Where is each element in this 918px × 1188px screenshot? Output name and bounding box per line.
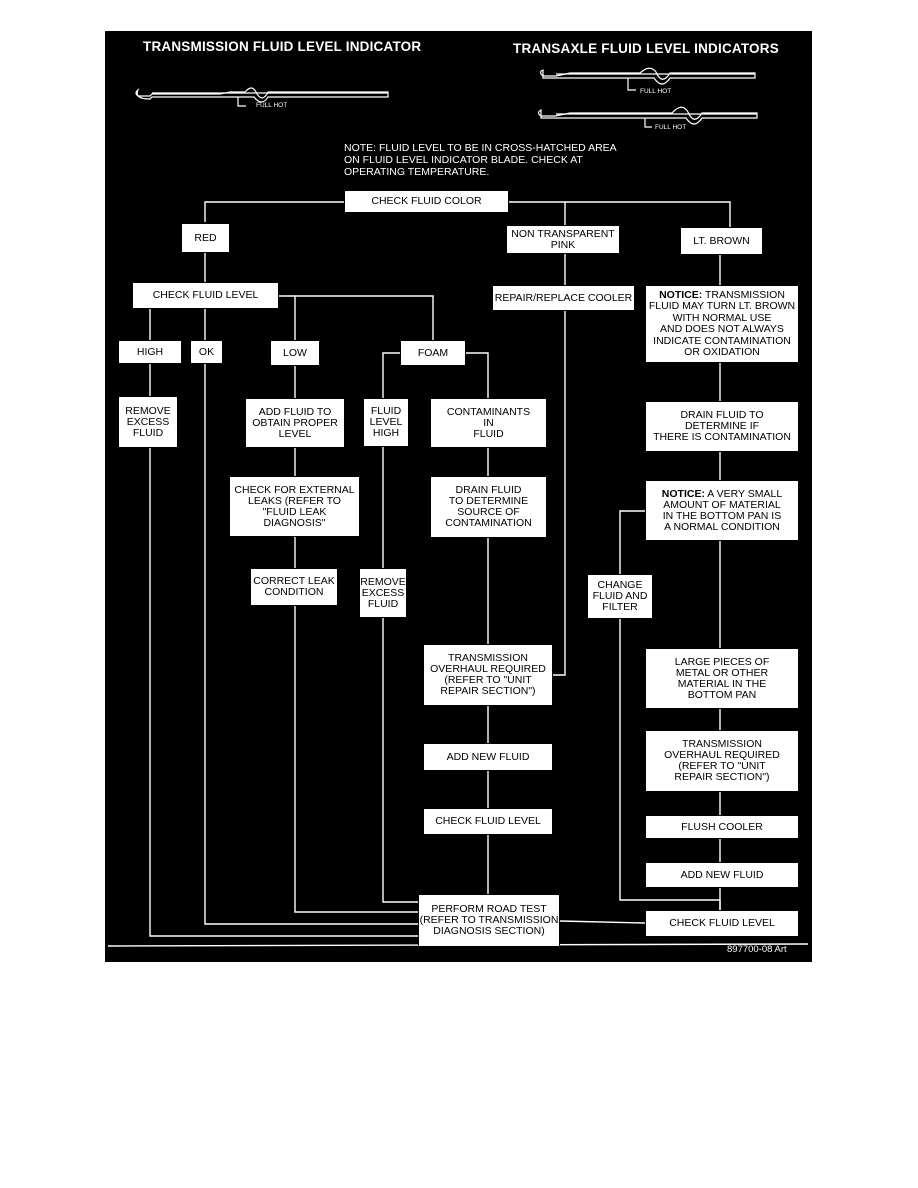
notice-small-material-box: NOTICE: A VERY SMALL AMOUNT OF MATERIAL … [645,480,799,541]
full-hot-label-transaxle-lower: FULL HOT [655,124,687,131]
transaxle-indicators-title: TRANSAXLE FLUID LEVEL INDICATORS [513,41,779,56]
ok-box: OK [190,340,223,364]
remove-excess-fluid-box-2: REMOVE EXCESS FLUID [359,568,407,618]
contaminants-in-fluid-box: CONTAMINANTS IN FLUID [430,398,547,448]
connector-remove-to-roadtest [149,448,418,937]
full-hot-label-transmission: FULL HOT [256,102,288,109]
check-fluid-level-top-box: CHECK FLUID LEVEL [132,282,279,309]
connector-cooler-to-overhaul [553,311,566,676]
connector-checklevel-to-roadtest [559,920,646,924]
connector-foam-to-contam [466,352,489,398]
low-box: LOW [270,340,320,366]
notice-label-2: NOTICE: [661,487,705,500]
check-fluid-color-box: CHECK FLUID COLOR [344,190,509,213]
foam-box: FOAM [400,340,466,366]
correct-leak-condition-box: CORRECT LEAK CONDITION [250,568,338,606]
transmission-indicator-title: TRANSMISSION FLUID LEVEL INDICATOR [143,39,422,54]
red-box: RED [181,223,230,253]
connector-color-to-red [204,201,344,222]
drain-fluid-determine-if-box: DRAIN FLUID TO DETERMINE IF THERE IS CON… [645,401,799,452]
non-transparent-pink-box: NON TRANSPARENT PINK [506,225,620,254]
dipstick-transaxle-upper-icon [539,67,756,91]
connector-correct-to-roadtest [294,606,418,913]
remove-excess-fluid-box-1: REMOVE EXCESS FLUID [118,396,178,448]
notice-label: NOTICE: [659,288,703,301]
drain-fluid-source-box: DRAIN FLUID TO DETERMINE SOURCE OF CONTA… [430,476,547,538]
connector-color-to-brown [565,201,731,227]
art-number: 897700-08 Art [727,944,787,955]
change-fluid-filter-box: CHANGE FLUID AND FILTER [587,574,653,619]
add-new-fluid-box-2: ADD NEW FLUID [645,862,799,888]
repair-replace-cooler-box: REPAIR/REPLACE COOLER [492,285,635,311]
dipstick-transmission-icon [135,87,389,107]
check-external-leaks-box: CHECK FOR EXTERNAL LEAKS (REFER TO "FLUI… [229,476,360,537]
connector-ok-to-roadtest [204,364,418,925]
connector-remove2-to-roadtest [382,618,418,903]
overhaul-required-box-2: TRANSMISSION OVERHAUL REQUIRED (REFER TO… [645,730,799,792]
notice-lt-brown-box: NOTICE: TRANSMISSION FLUID MAY TURN LT. … [645,285,799,363]
fluid-level-high-box: FLUID LEVEL HIGH [363,398,409,447]
flush-cooler-box: FLUSH COOLER [645,815,799,839]
large-pieces-metal-box: LARGE PIECES OF METAL OR OTHER MATERIAL … [645,648,799,709]
high-box: HIGH [118,340,182,364]
add-fluid-proper-level-box: ADD FLUID TO OBTAIN PROPER LEVEL [245,398,345,448]
operating-temperature-note: NOTE: FLUID LEVEL TO BE IN CROSS-HATCHED… [344,142,617,178]
lt-brown-box: LT. BROWN [680,227,763,255]
check-fluid-level-mid-box: CHECK FLUID LEVEL [423,808,553,835]
perform-road-test-box: PERFORM ROAD TEST (REFER TO TRANSMISSION… [418,894,560,947]
overhaul-required-box-1: TRANSMISSION OVERHAUL REQUIRED (REFER TO… [423,644,553,706]
notice-text: TRANSMISSION FLUID MAY TURN LT. BROWN WI… [648,288,796,358]
connector-level-to-foam [295,295,434,340]
connector-notice2-to-change [619,510,645,574]
connector-foam-to-fluidhigh [382,352,400,398]
full-hot-label-transaxle-upper: FULL HOT [640,88,672,95]
add-new-fluid-box-1: ADD NEW FLUID [423,743,553,771]
connector-color-to-pink [508,201,566,225]
dipstick-transaxle-lower-icon [537,106,758,128]
check-fluid-level-bottom-box: CHECK FLUID LEVEL [645,910,799,937]
notice-text-2: A VERY SMALL AMOUNT OF MATERIAL IN THE B… [662,487,783,533]
connector-level-to-low [278,295,296,340]
